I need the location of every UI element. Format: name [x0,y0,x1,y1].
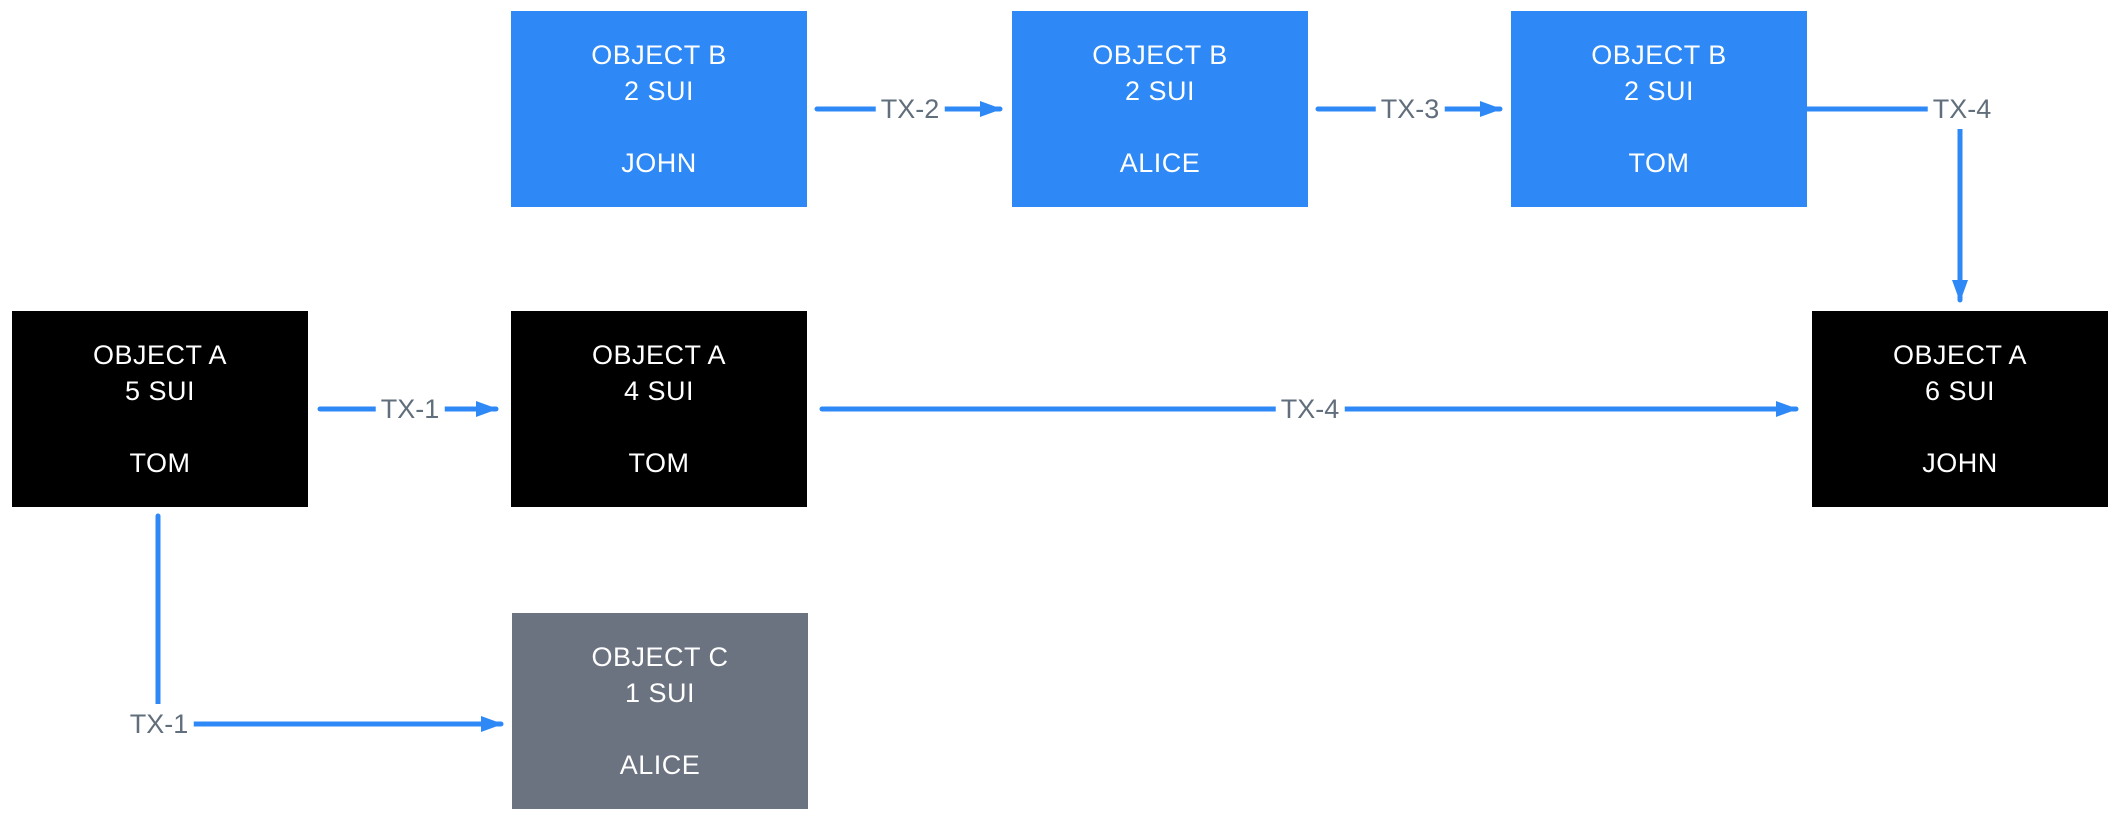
node-object-a-5-tom: OBJECT A 5 SUI TOM [12,311,308,507]
node-amount: 6 SUI [1924,376,1996,406]
edge-label-tx2: TX-2 [875,89,945,129]
node-amount: 1 SUI [624,678,696,708]
node-amount: 5 SUI [124,376,196,406]
node-object-a-6-john: OBJECT A 6 SUI JOHN [1812,311,2108,507]
node-owner: TOM [1628,148,1690,178]
edge-label-tx4-top: TX-4 [1927,89,1997,129]
node-amount: 2 SUI [623,76,695,106]
node-title: OBJECT B [591,40,727,70]
node-owner: JOHN [621,148,697,178]
node-object-b-john: OBJECT B 2 SUI JOHN [511,11,807,207]
node-amount: 4 SUI [623,376,695,406]
node-owner: ALICE [1119,148,1201,178]
node-owner: ALICE [619,750,701,780]
node-owner: JOHN [1922,448,1998,478]
node-title: OBJECT A [1892,340,2028,370]
node-title: OBJECT A [92,340,228,370]
node-amount: 2 SUI [1124,76,1196,106]
arrow-tx1-a5-to-c1 [155,513,504,732]
node-owner: TOM [628,448,690,478]
node-object-b-tom: OBJECT B 2 SUI TOM [1511,11,1807,207]
node-title: OBJECT A [591,340,727,370]
edge-label-tx1-bottom: TX-1 [124,704,194,744]
arrow-tx4-btom-to-a6 [1804,106,1968,303]
edge-label-tx4-long: TX-4 [1275,389,1345,429]
node-title: OBJECT B [1591,40,1727,70]
node-title: OBJECT B [1092,40,1228,70]
node-amount: 2 SUI [1623,76,1695,106]
edge-label-tx1: TX-1 [375,389,445,429]
node-object-c-alice: OBJECT C 1 SUI ALICE [512,613,808,809]
node-object-b-alice: OBJECT B 2 SUI ALICE [1012,11,1308,207]
node-owner: TOM [129,448,191,478]
node-title: OBJECT C [591,642,729,672]
node-object-a-4-tom: OBJECT A 4 SUI TOM [511,311,807,507]
edge-label-tx3: TX-3 [1375,89,1445,129]
